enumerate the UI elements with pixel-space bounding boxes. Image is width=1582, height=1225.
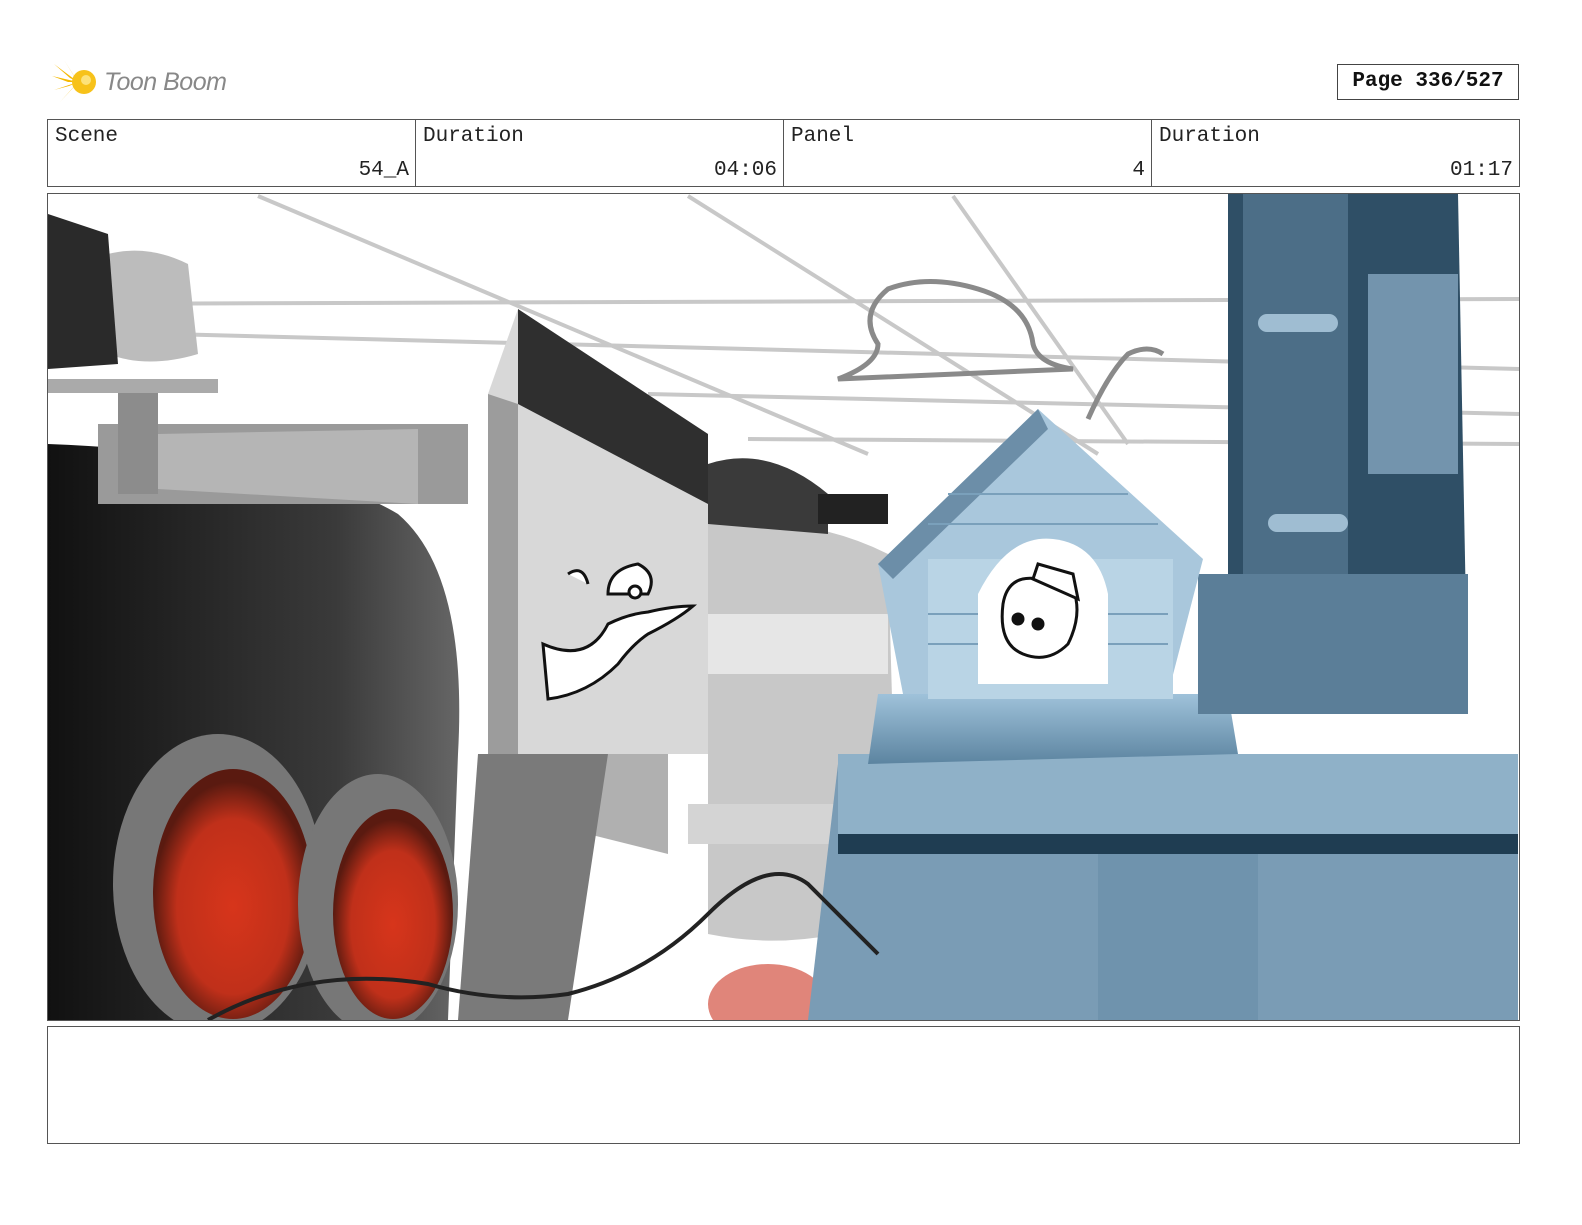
panel-artwork bbox=[48, 194, 1519, 1020]
starburst-logo-icon bbox=[52, 60, 96, 102]
scene-label: Scene bbox=[55, 125, 119, 148]
panel-duration-value: 01:17 bbox=[1449, 159, 1513, 182]
scene-duration-label: Duration bbox=[423, 125, 524, 148]
panel-cell: Panel 4 bbox=[784, 120, 1152, 186]
scene-value: 54_A bbox=[358, 159, 409, 182]
right-train bbox=[808, 194, 1518, 1020]
scene-duration-cell: Duration 04:06 bbox=[416, 120, 784, 186]
panel-label: Panel bbox=[791, 125, 855, 148]
notes-area bbox=[47, 1026, 1520, 1144]
brand-name: Toon Boom bbox=[104, 67, 227, 96]
puppy-sketch bbox=[1000, 562, 1081, 659]
left-wheels bbox=[113, 734, 828, 1020]
scene-duration-value: 04:06 bbox=[713, 159, 777, 182]
panel-duration-label: Duration bbox=[1159, 125, 1260, 148]
storyboard-panel bbox=[47, 193, 1520, 1021]
panel-value: 4 bbox=[1132, 159, 1145, 182]
panel-duration-cell: Duration 01:17 bbox=[1152, 120, 1519, 186]
page-indicator: Page 336/527 bbox=[1337, 64, 1519, 100]
sketch-smoke bbox=[837, 279, 1165, 421]
ground-line bbox=[207, 872, 880, 1020]
toon-boom-logo: Toon Boom bbox=[50, 56, 227, 108]
info-table: Scene 54_A Duration 04:06 Panel 4 Durati… bbox=[47, 119, 1520, 187]
scene-cell: Scene 54_A bbox=[48, 120, 416, 186]
left-dog-sketch bbox=[541, 562, 698, 701]
